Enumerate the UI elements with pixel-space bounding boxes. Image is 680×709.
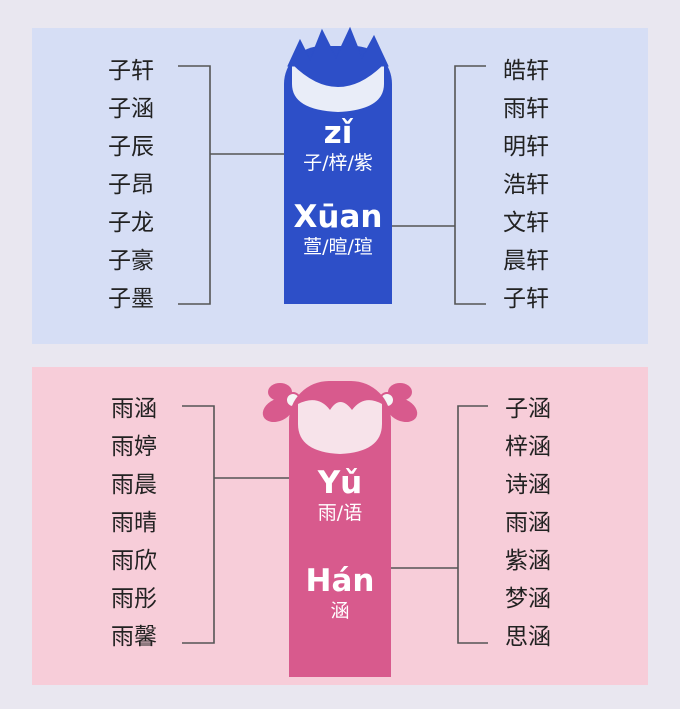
girl-pinyin-2: Hán [305,563,375,599]
girl-figure [262,381,418,677]
name-item: 雨轩 [503,96,549,122]
name-item: 子墨 [108,286,154,312]
girl-syllable-2: Hán 涵 [289,564,391,624]
name-item: 雨彤 [111,586,157,612]
girl-left-name-list: 雨涵 雨婷 雨晨 雨晴 雨欣 雨彤 雨馨 [111,390,157,656]
name-item: 梦涵 [505,586,551,612]
girl-pinyin-1: Yǔ [317,465,363,501]
girl-right-name-list: 子涵 梓涵 诗涵 雨涵 紫涵 梦涵 思涵 [505,390,551,656]
name-item: 明轩 [503,134,549,160]
boy-pinyin-2: Xūan [293,199,383,235]
name-item: 雨涵 [505,510,551,536]
name-item: 雨晨 [111,472,157,498]
name-item: 子涵 [505,396,551,422]
boy-right-name-list: 皓轩 雨轩 明轩 浩轩 文轩 晨轩 子轩 [503,52,549,318]
name-item: 子轩 [108,58,154,84]
boy-syllable-1: zǐ 子/梓/紫 [284,116,392,176]
name-item: 皓轩 [503,58,549,84]
name-item: 文轩 [503,210,549,236]
boy-hair-icon [287,26,389,67]
name-item: 雨涵 [111,396,157,422]
boy-figure [284,26,392,304]
girl-syllable-1: Yǔ 雨/语 [289,466,391,526]
boy-hanzi-2: 萱/暄/瑄 [303,236,373,258]
name-item: 子豪 [108,248,154,274]
name-item: 子龙 [108,210,154,236]
boy-right-bracket [454,65,486,305]
name-item: 子轩 [503,286,549,312]
boy-hanzi-1: 子/梓/紫 [303,152,373,174]
name-item: 雨馨 [111,624,157,650]
name-item: 诗涵 [505,472,551,498]
boy-syllable-2: Xūan 萱/暄/瑄 [284,200,392,260]
name-item: 梓涵 [505,434,551,460]
boy-face [292,64,384,112]
girl-hanzi-2: 涵 [330,600,350,622]
boy-left-name-list: 子轩 子涵 子辰 子昂 子龙 子豪 子墨 [108,52,154,318]
name-item: 浩轩 [503,172,549,198]
boy-pinyin-1: zǐ [323,115,353,151]
name-item: 子辰 [108,134,154,160]
boy-left-bracket [178,65,211,305]
name-item: 雨婷 [111,434,157,460]
girl-left-bracket [182,405,215,644]
girl-hanzi-1: 雨/语 [317,502,363,524]
name-item: 子昂 [108,172,154,198]
girl-face [298,400,382,454]
girl-right-bracket [457,405,488,644]
name-item: 晨轩 [503,248,549,274]
right-pigtail-icon [379,383,418,423]
name-item: 思涵 [505,624,551,650]
name-item: 雨欣 [111,548,157,574]
name-item: 子涵 [108,96,154,122]
name-item: 雨晴 [111,510,157,536]
name-item: 紫涵 [505,548,551,574]
